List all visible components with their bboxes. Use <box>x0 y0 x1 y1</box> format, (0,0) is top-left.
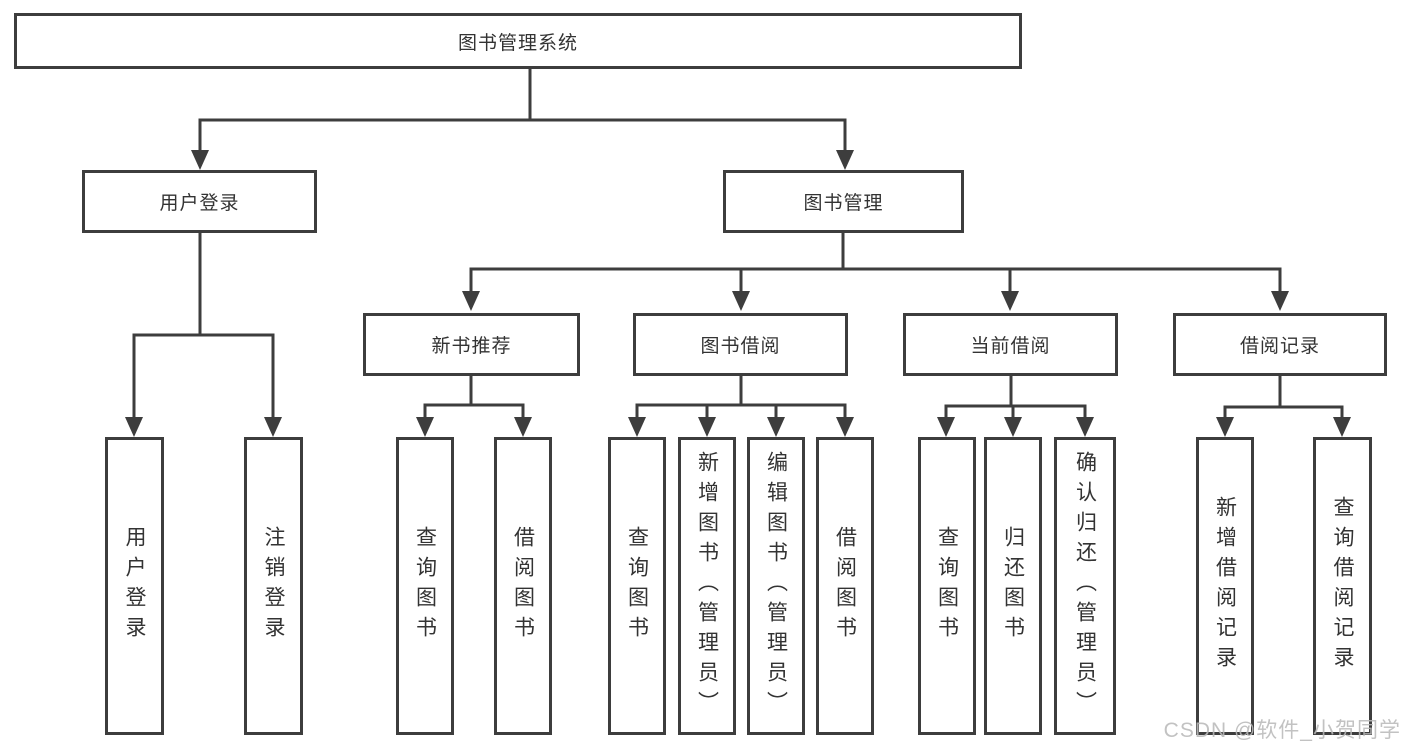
node-user-login-label: 用户登录 <box>159 193 240 214</box>
leaf-user-login-label: 用户登录 <box>123 526 146 646</box>
node-current-borrowing: 当前借阅 <box>903 313 1118 376</box>
leaf-edit-books-admin: 编辑图书（管理员） <box>747 437 805 735</box>
leaf-query-books-current-label: 查询图书 <box>935 526 959 646</box>
node-borrowing-records: 借阅记录 <box>1173 313 1387 376</box>
node-current-borrowing-label: 当前借阅 <box>970 336 1051 357</box>
node-book-borrowing: 图书借阅 <box>633 313 848 376</box>
leaf-query-borrow-record-label: 查询借阅记录 <box>1331 496 1354 676</box>
leaf-confirm-return-admin-label: 确认归还（管理员） <box>1073 451 1097 721</box>
csdn-watermark: CSDN @软件_小贺同学 <box>1163 719 1401 742</box>
leaf-query-books-borrowing: 查询图书 <box>608 437 666 735</box>
leaf-query-books-borrowing-label: 查询图书 <box>625 526 649 646</box>
leaf-add-books-admin: 新增图书（管理员） <box>678 437 736 735</box>
node-library-system: 图书管理系统 <box>14 13 1022 69</box>
node-new-book-recommend-label: 新书推荐 <box>431 336 512 357</box>
node-book-borrowing-label: 图书借阅 <box>700 336 781 357</box>
node-library-system-label: 图书管理系统 <box>457 32 578 54</box>
leaf-borrow-books-newbooks-label: 借阅图书 <box>511 526 535 646</box>
leaf-return-books-label: 归还图书 <box>1001 526 1025 646</box>
leaf-borrow-books-borrowing-label: 借阅图书 <box>833 526 857 646</box>
leaf-add-books-admin-label: 新增图书（管理员） <box>695 451 719 721</box>
leaf-user-login: 用户登录 <box>105 437 164 735</box>
leaf-edit-books-admin-label: 编辑图书（管理员） <box>764 451 788 721</box>
leaf-logout-login: 注销登录 <box>244 437 303 735</box>
leaf-query-books-newbooks: 查询图书 <box>396 437 454 735</box>
node-user-login: 用户登录 <box>82 170 317 233</box>
node-new-book-recommend: 新书推荐 <box>363 313 580 376</box>
leaf-return-books: 归还图书 <box>984 437 1042 735</box>
leaf-borrow-books-borrowing: 借阅图书 <box>816 437 874 735</box>
node-book-management: 图书管理 <box>723 170 964 233</box>
leaf-logout-login-label: 注销登录 <box>262 526 285 646</box>
leaf-query-borrow-record: 查询借阅记录 <box>1313 437 1372 735</box>
node-borrowing-records-label: 借阅记录 <box>1239 336 1320 357</box>
leaf-query-books-newbooks-label: 查询图书 <box>413 526 437 646</box>
leaf-query-books-current: 查询图书 <box>918 437 976 735</box>
leaf-add-borrow-record-label: 新增借阅记录 <box>1213 496 1237 676</box>
leaf-confirm-return-admin: 确认归还（管理员） <box>1054 437 1116 735</box>
leaf-borrow-books-newbooks: 借阅图书 <box>494 437 552 735</box>
leaf-add-borrow-record: 新增借阅记录 <box>1196 437 1254 735</box>
node-book-management-label: 图书管理 <box>803 193 884 214</box>
